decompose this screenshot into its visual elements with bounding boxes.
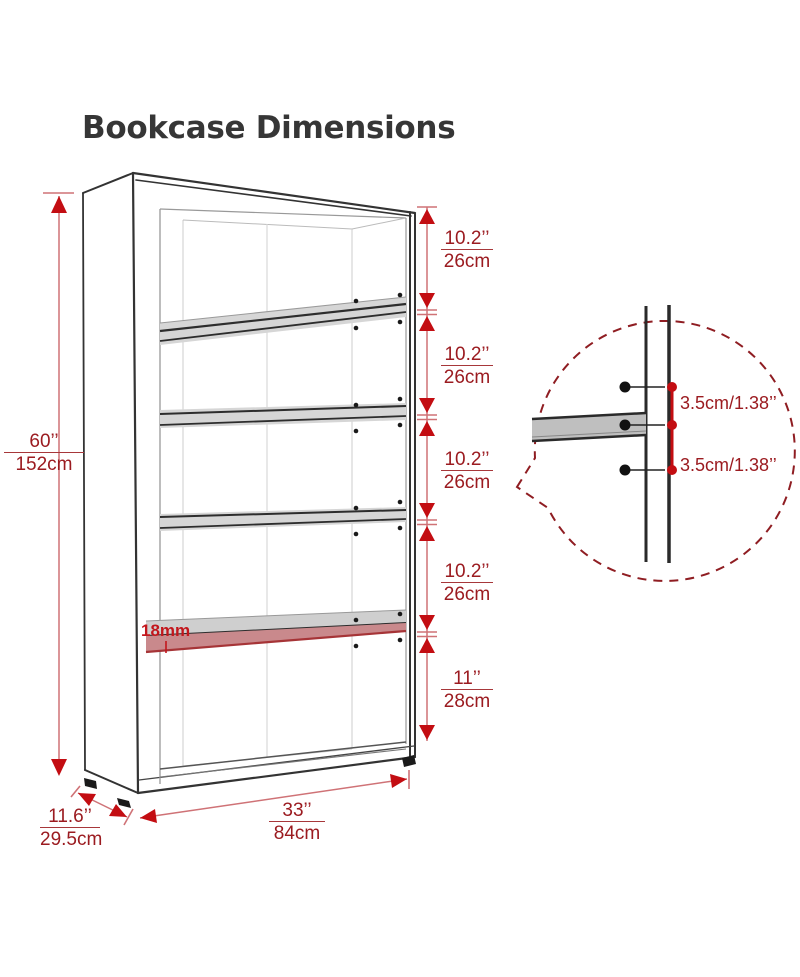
width-cm: 84cm bbox=[273, 823, 321, 844]
height-inches: 60’’ bbox=[4, 431, 84, 453]
bookcase-shelves bbox=[145, 296, 407, 654]
bookcase-interior-lines bbox=[159, 208, 407, 784]
spacing-label-5: 11’’ 28cm bbox=[441, 668, 493, 712]
spacing-label-1: 10.2’’ 26cm bbox=[441, 228, 493, 272]
width-inches: 33’’ bbox=[269, 800, 325, 822]
hole-spacing-label-1: 3.5cm/1.38’’ bbox=[680, 393, 777, 413]
shelf-thickness-label: 18mm bbox=[141, 621, 191, 640]
depth-dimension bbox=[70, 785, 128, 818]
spacing-4-cm: 26cm bbox=[443, 584, 491, 605]
shelf-18mm-top bbox=[146, 610, 406, 637]
spacing-2-inches: 10.2’’ bbox=[441, 344, 493, 366]
spacing-1-inches: 10.2’’ bbox=[441, 228, 493, 250]
shelf-spacing-dimension bbox=[417, 206, 437, 741]
height-label: 60’’ 152cm bbox=[4, 431, 84, 475]
width-label: 33’’ 84cm bbox=[269, 800, 325, 844]
callout-shelf bbox=[532, 413, 646, 441]
page-title: Bookcase Dimensions bbox=[82, 110, 456, 146]
depth-inches: 11.6’’ bbox=[40, 806, 100, 828]
hole-spacing-label-2: 3.5cm/1.38’’ bbox=[680, 455, 777, 475]
spacing-2-cm: 26cm bbox=[443, 367, 491, 388]
bookcase-outline bbox=[82, 171, 417, 795]
spacing-label-3: 10.2’’ 26cm bbox=[441, 449, 493, 493]
bookcase-feet bbox=[84, 755, 416, 808]
spacing-3-cm: 26cm bbox=[443, 472, 491, 493]
spacing-4-inches: 10.2’’ bbox=[441, 561, 493, 583]
detail-callout bbox=[515, 305, 796, 582]
spacing-label-2: 10.2’’ 26cm bbox=[441, 344, 493, 388]
pin-hole-dot bbox=[619, 381, 631, 393]
spacing-3-inches: 10.2’’ bbox=[441, 449, 493, 471]
spacing-5-cm: 28cm bbox=[443, 691, 491, 712]
callout-dashed-bubble bbox=[515, 319, 796, 582]
spacing-1-cm: 26cm bbox=[443, 251, 491, 272]
height-cm: 152cm bbox=[15, 454, 73, 475]
shelf-18mm-front-edge bbox=[146, 623, 406, 652]
depth-cm: 29.5cm bbox=[40, 829, 103, 850]
pin-hole-dot bbox=[619, 419, 631, 431]
height-dimension bbox=[43, 192, 74, 776]
width-dimension bbox=[123, 770, 410, 826]
spacing-label-4: 10.2’’ 26cm bbox=[441, 561, 493, 605]
shelf-pin-holes bbox=[353, 292, 403, 649]
pin-hole-dot bbox=[619, 464, 631, 476]
depth-label: 11.6’’ 29.5cm bbox=[40, 806, 103, 850]
spacing-5-inches: 11’’ bbox=[441, 668, 493, 690]
